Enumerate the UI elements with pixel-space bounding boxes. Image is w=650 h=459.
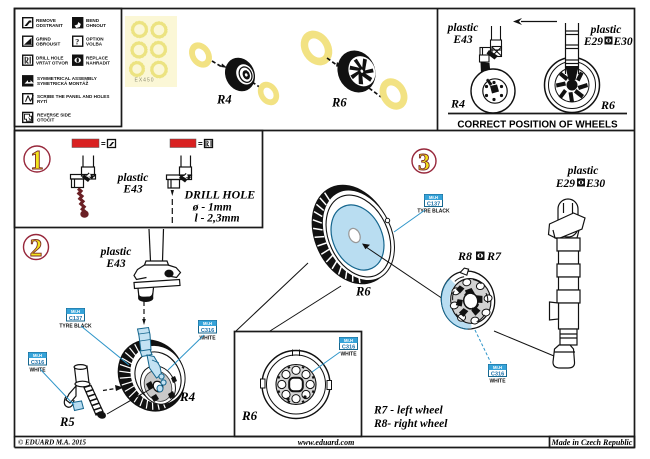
svg-text:SYMMETRICAL ASSEMBLY: SYMMETRICAL ASSEMBLY (37, 76, 97, 81)
svg-text:EX450: EX450 (135, 78, 155, 84)
svg-text:REMOVE: REMOVE (36, 18, 56, 23)
svg-text:C316: C316 (201, 328, 214, 334)
svg-text:ODSTRANIT: ODSTRANIT (36, 23, 63, 28)
svg-text:E30: E30 (585, 178, 605, 190)
svg-text:plastic: plastic (100, 246, 132, 258)
svg-text:E30: E30 (613, 36, 633, 48)
svg-text:Mr.H: Mr.H (493, 365, 502, 370)
svg-text:WHITE: WHITE (340, 352, 357, 358)
svg-text:Mr.H: Mr.H (33, 353, 42, 358)
svg-text:SCRIBE THE PANEL AND HOLES: SCRIBE THE PANEL AND HOLES (37, 94, 109, 99)
svg-text:R6: R6 (331, 96, 347, 110)
svg-text:?: ? (75, 38, 79, 47)
svg-text:plastic: plastic (447, 22, 479, 34)
svg-text:E43: E43 (122, 184, 142, 196)
svg-text:3: 3 (418, 150, 430, 176)
svg-text:ø - 1mm: ø - 1mm (192, 202, 232, 214)
svg-text:Mr.H: Mr.H (429, 195, 438, 200)
svg-text:OPTION: OPTION (86, 36, 104, 41)
svg-text:R7: R7 (486, 249, 502, 263)
svg-text:R8: R8 (457, 249, 472, 263)
svg-text:E43: E43 (105, 258, 125, 270)
svg-text:R6: R6 (600, 98, 615, 112)
svg-text:R6: R6 (241, 408, 258, 423)
svg-text:VRTAT OTVOR: VRTAT OTVOR (36, 60, 69, 65)
svg-text:E29: E29 (583, 36, 603, 48)
svg-text:OBROUSIT: OBROUSIT (36, 41, 60, 46)
svg-text:Mr.H: Mr.H (71, 309, 80, 314)
svg-text:plastic: plastic (117, 172, 149, 184)
svg-text:R6: R6 (355, 285, 371, 299)
svg-text:WHITE: WHITE (29, 368, 46, 374)
svg-text:BEND: BEND (86, 18, 100, 23)
svg-text:TYRE BLACK: TYRE BLACK (59, 324, 92, 330)
svg-text:OTOČIT: OTOČIT (37, 117, 54, 123)
svg-text:R5: R5 (59, 415, 75, 429)
svg-text:WHITE: WHITE (199, 336, 216, 342)
svg-text:DRILL HOLE: DRILL HOLE (36, 55, 63, 60)
svg-text:=: = (101, 140, 106, 149)
svg-text:RYTÍ: RYTÍ (37, 97, 48, 104)
svg-text:WHITE: WHITE (489, 379, 506, 385)
svg-text:C316: C316 (342, 345, 355, 351)
svg-text:E43: E43 (452, 34, 472, 46)
svg-text:C137: C137 (427, 202, 440, 208)
svg-text:R8- right wheel: R8- right wheel (373, 418, 448, 430)
svg-text:1: 1 (30, 145, 44, 175)
svg-text:SYMETRICKÁ MONTÁŽ: SYMETRICKÁ MONTÁŽ (37, 79, 88, 86)
svg-text:GRIND: GRIND (36, 36, 51, 41)
svg-text:l - 2,3mm: l - 2,3mm (195, 212, 240, 224)
svg-text:2: 2 (30, 235, 43, 262)
svg-text:R4: R4 (216, 93, 232, 107)
svg-text:REVERSE SIDE: REVERSE SIDE (37, 113, 71, 118)
svg-text:plastic: plastic (567, 165, 599, 177)
svg-text:CORRECT POSITION OF WHEELS: CORRECT POSITION OF WHEELS (457, 119, 618, 130)
svg-text:www.eduard.com: www.eduard.com (298, 438, 355, 447)
svg-text:Mr.H: Mr.H (344, 338, 353, 343)
svg-text:C316: C316 (31, 360, 44, 366)
svg-text:=: = (198, 140, 203, 149)
svg-text:NAHRADIT: NAHRADIT (86, 60, 110, 65)
svg-text:E29: E29 (555, 178, 575, 190)
svg-text:C137: C137 (69, 316, 82, 322)
svg-text:R4: R4 (179, 389, 196, 404)
svg-text:TYRE BLACK: TYRE BLACK (417, 209, 450, 215)
svg-text:C316: C316 (491, 372, 504, 378)
svg-text:Made in Czech Republic: Made in Czech Republic (551, 438, 633, 447)
svg-text:VOLBA: VOLBA (86, 41, 103, 46)
svg-text:DRILL HOLE: DRILL HOLE (184, 187, 256, 201)
svg-text:Mr.H: Mr.H (203, 321, 212, 326)
svg-text:OHNOUT: OHNOUT (86, 23, 106, 28)
svg-text:R7 - left wheel: R7 - left wheel (373, 405, 443, 417)
svg-text:plastic: plastic (590, 24, 622, 36)
svg-text:R4: R4 (450, 97, 465, 111)
svg-text:REPLACE: REPLACE (86, 55, 108, 60)
svg-text:© EDUARD M.A. 2015: © EDUARD M.A. 2015 (18, 439, 87, 447)
